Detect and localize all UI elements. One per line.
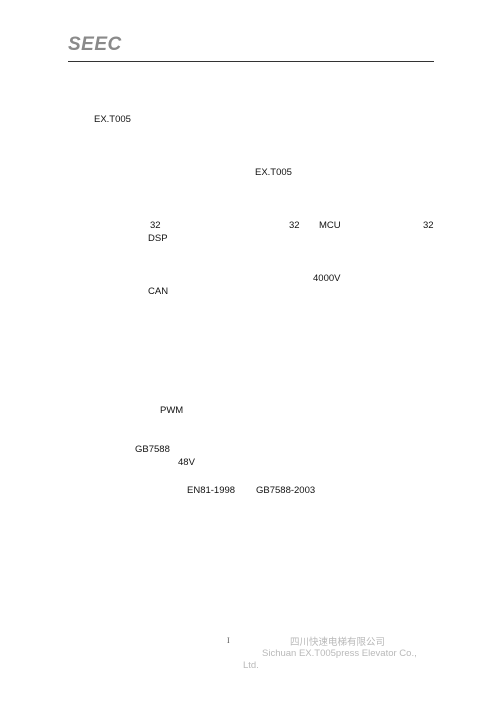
- page-number: I: [227, 636, 230, 645]
- body-text-can: CAN: [148, 286, 169, 297]
- body-text-gb7588-2003: GB7588-2003: [256, 485, 316, 496]
- company-logo: SEEC: [68, 34, 122, 55]
- body-text-pwm: PWM: [160, 405, 184, 416]
- body-text-48v: 48V: [178, 457, 195, 468]
- body-text-en81: EN81-1998: [187, 485, 236, 496]
- header-divider: [68, 61, 434, 62]
- body-text-mcu: MCU: [319, 220, 341, 231]
- body-text-dsp: DSP: [148, 233, 168, 244]
- footer-company-name-en: Sichuan EX.T005press Elevator Co.,: [262, 648, 417, 659]
- body-text-4000v: 4000V: [313, 273, 341, 284]
- body-text-model-1: EX.T005: [94, 114, 131, 125]
- body-text-32-bit-3: 32: [423, 220, 434, 231]
- footer-company-name-en-cont: Ltd.: [243, 660, 259, 671]
- body-text-model-2: EX.T005: [255, 167, 292, 178]
- footer-company-name-cn: 四川快速电梯有限公司: [290, 637, 386, 648]
- body-text-gb7588: GB7588: [135, 444, 170, 455]
- body-text-32-bit-2: 32: [289, 220, 300, 231]
- body-text-32-bit-1: 32: [150, 220, 161, 231]
